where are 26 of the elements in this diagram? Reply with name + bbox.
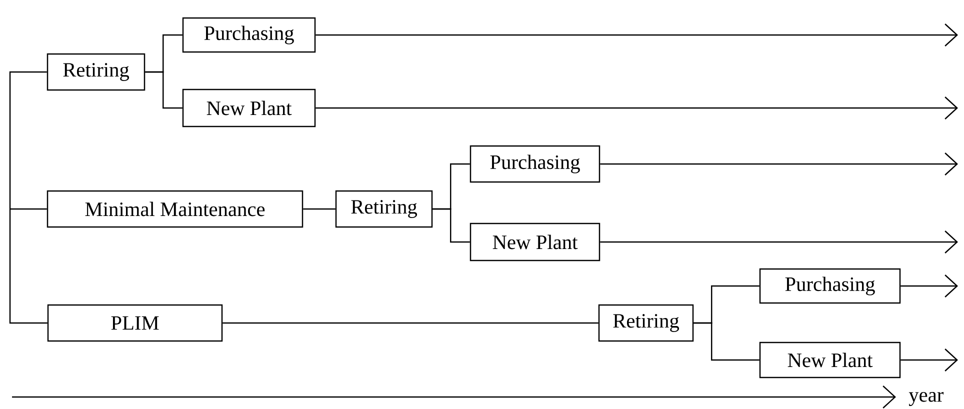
step-box: New Plant (182, 88, 316, 128)
connector (9, 71, 47, 209)
step-box: Retiring (335, 190, 433, 228)
step-box: Retiring (46, 53, 146, 91)
step-box: Purchasing (470, 145, 600, 183)
connector (145, 71, 182, 109)
step-box: New Plant (470, 222, 600, 262)
step-box: Purchasing (759, 268, 901, 304)
connector (900, 274, 958, 298)
connector (600, 152, 958, 176)
connector (432, 208, 470, 243)
step-box: Purchasing (182, 17, 316, 53)
step-box: Minimal Maintenance (46, 190, 304, 228)
connector (694, 322, 760, 361)
connector (316, 96, 958, 120)
connector (9, 209, 48, 324)
connector (600, 230, 958, 254)
connector (303, 208, 336, 210)
connector (316, 24, 958, 46)
step-box: PLIM (47, 304, 223, 342)
axis-label: year (908, 392, 944, 406)
step-box: Retiring (598, 304, 694, 342)
connector (10, 208, 47, 210)
connector (900, 348, 958, 372)
connector (222, 322, 598, 324)
step-box: New Plant (759, 342, 901, 378)
